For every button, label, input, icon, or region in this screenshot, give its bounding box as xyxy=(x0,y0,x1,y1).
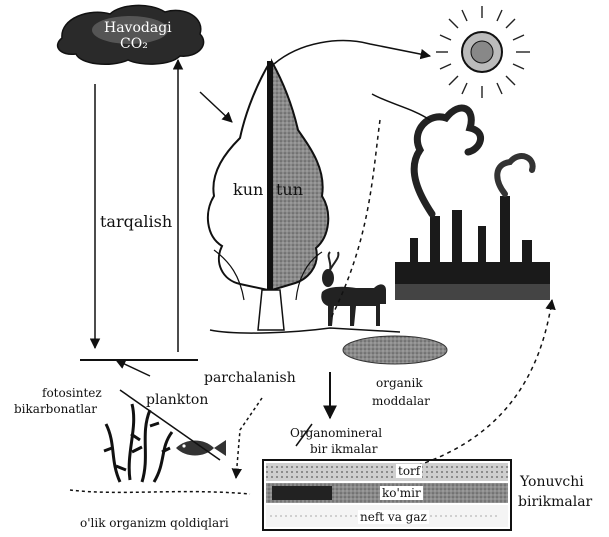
label-yonuvchi: Yonuvchi xyxy=(520,474,584,490)
label-neft: neft va gaz xyxy=(358,510,429,524)
sun-icon xyxy=(436,6,530,98)
label-parchalanish: parchalanish xyxy=(204,370,296,386)
label-moddalar: moddalar xyxy=(372,394,430,408)
label-birikmalar: birikmalar xyxy=(518,494,592,510)
organic-pile xyxy=(343,336,447,364)
label-havodagi: Havodagi xyxy=(104,20,172,36)
label-co2: CO₂ xyxy=(120,36,148,52)
fish-icon xyxy=(176,440,226,456)
label-kun: kun xyxy=(233,180,263,199)
label-organomineral: Organomineral xyxy=(290,426,382,440)
label-komir: ko'mir xyxy=(380,486,423,500)
label-tarqalish: tarqalish xyxy=(100,212,172,231)
label-birikmalar-small: bir ikmalar xyxy=(310,442,377,456)
label-fotosintez: fotosintez xyxy=(42,386,102,400)
label-torf: torf xyxy=(396,464,422,478)
label-tun: tun xyxy=(276,180,303,199)
label-organik: organik xyxy=(376,376,423,390)
label-olik: o'lik organizm qoldiqlari xyxy=(80,516,229,530)
tree-icon xyxy=(208,62,328,330)
label-bikarbonatlar: bikarbonatlar xyxy=(14,402,97,416)
factory-icon xyxy=(372,94,550,300)
label-plankton: plankton xyxy=(146,392,208,408)
seaweed-icon xyxy=(104,404,172,482)
